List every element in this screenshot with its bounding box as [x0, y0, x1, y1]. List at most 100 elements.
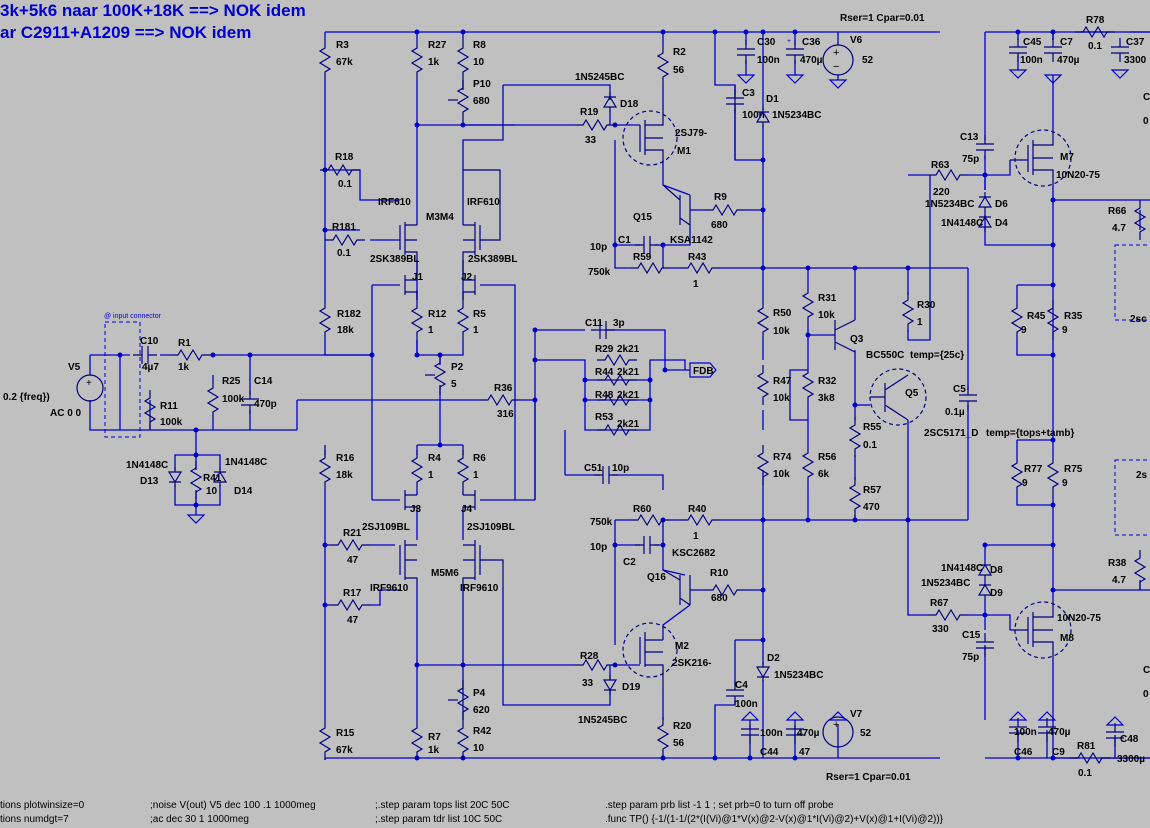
resistor-r74[interactable]: R74 10k	[757, 444, 792, 486]
capacitor-c1[interactable]: C1 10p	[590, 235, 660, 255]
resistor-r17[interactable]: R17 47	[329, 588, 371, 626]
resistor-r42[interactable]: R42 10	[457, 719, 492, 761]
resistor-r59[interactable]: R59 750k	[588, 252, 671, 278]
resistor-r182[interactable]: R182 18k	[319, 299, 361, 341]
resistor-r53[interactable]: R53 2k21	[595, 412, 640, 436]
resistor-r55[interactable]: R55 0.1	[849, 416, 882, 458]
jfet-j3[interactable]: J3 2SJ109BL	[362, 490, 422, 533]
resistor-r43[interactable]: R43 1	[679, 252, 721, 290]
capacitor-c45[interactable]: C45 100n	[1008, 37, 1043, 79]
resistor-r35[interactable]: R35 9	[1047, 299, 1083, 341]
resistor-r40[interactable]: R40 1	[679, 504, 721, 542]
capacitor-c44[interactable]: 100n C44	[740, 711, 783, 758]
resistor-r20[interactable]: R20 56	[657, 716, 692, 758]
resistor-r12[interactable]: R12 1	[411, 299, 447, 341]
transistor-q15[interactable]: Q15 KSA1142	[633, 184, 713, 246]
resistor-r60[interactable]: R60 750k	[590, 504, 671, 528]
potentiometer-p2[interactable]: P2 5	[425, 354, 464, 396]
resistor-r2[interactable]: R2 56	[657, 44, 686, 86]
resistor-r44[interactable]: R44 2k21	[595, 367, 640, 386]
net-flag-fdb[interactable]: FDB	[689, 362, 717, 378]
resistor-r77[interactable]: R77 9	[1011, 454, 1043, 496]
resistor-r29[interactable]: R29 2k21	[595, 344, 640, 366]
resistor-r21[interactable]: R21 47	[329, 528, 371, 566]
mosfet-m1[interactable]: 2SJ79- M1	[622, 110, 707, 166]
resistor-r81[interactable]: R81 0.1	[1069, 741, 1111, 779]
resistor-r11[interactable]: R11 100k	[144, 389, 183, 431]
potentiometer-p10[interactable]: P10 680	[448, 79, 491, 121]
mosfet-m8[interactable]: 10N20-75 M8	[1010, 600, 1101, 660]
resistor-r78[interactable]: R78 0.1	[1074, 15, 1116, 52]
voltage-source-v7[interactable]: + V7 52	[822, 709, 872, 748]
resistor-r27[interactable]: R27 1k	[411, 39, 447, 81]
zener-d1[interactable]: D1 1N5234BC	[756, 94, 821, 128]
resistor-r6[interactable]: R6 1	[457, 449, 486, 491]
resistor-r7[interactable]: R7 1k	[411, 719, 441, 761]
resistor-r31[interactable]: R31 10k	[802, 284, 837, 326]
zener-d9[interactable]: 1N5234BC D9	[921, 578, 1003, 601]
capacitor-c46[interactable]: 100n C46	[1008, 711, 1037, 758]
potentiometer-p4[interactable]: P4 620	[448, 679, 490, 721]
transistor-q5[interactable]: Q5 2SC5171_D temp={tops+tamb}	[869, 368, 1074, 439]
resistor-r5[interactable]: R5 1	[457, 299, 486, 341]
jfet-j2[interactable]: 2SK389BL J2	[461, 254, 517, 300]
capacitor-c9[interactable]: 470µ C9	[1037, 711, 1071, 758]
capacitor-c30[interactable]: C30 100n	[736, 37, 780, 84]
capacitor-c10[interactable]: C10 4µ7	[132, 336, 159, 373]
diode-d14[interactable]: 1N4148C D14	[213, 457, 267, 497]
resistor-r75[interactable]: R75 9	[1047, 454, 1083, 496]
resistor-r8[interactable]: R8 10	[457, 39, 486, 81]
capacitor-c15[interactable]: C15 75p	[962, 630, 995, 663]
capacitor-c5[interactable]: C5 0.1µ	[945, 384, 978, 418]
zener-d6[interactable]: 1N5234BC D6	[925, 191, 1008, 213]
resistor-r181[interactable]: R181 0.1	[324, 222, 366, 259]
diode-d4[interactable]: 1N4148C D4	[941, 211, 1008, 233]
resistor-r18[interactable]: R18 0.1	[319, 152, 361, 190]
resistor-r36[interactable]: R36 316	[479, 383, 521, 420]
zener-d18[interactable]: 1N5245BC D18	[575, 72, 639, 113]
capacitor-c11[interactable]: C11 3p	[585, 318, 625, 340]
resistor-r28[interactable]: R28 33	[574, 651, 616, 689]
resistor-r67[interactable]: R67 330	[927, 598, 969, 635]
mosfet-m7[interactable]: M7 10N20-75	[1010, 129, 1100, 187]
resistor-r56[interactable]: R56 6k	[802, 444, 837, 486]
capacitor-c37[interactable]: C37 3300	[1110, 37, 1147, 79]
voltage-source-v6[interactable]: + − V6 52	[822, 35, 874, 89]
capacitor-c7[interactable]: C7 470µ	[1043, 37, 1080, 84]
resistor-r30[interactable]: R30 1	[902, 291, 936, 333]
resistor-r25[interactable]: R25 100k	[207, 376, 245, 421]
resistor-r3[interactable]: R3 67k	[319, 39, 353, 81]
capacitor-c48[interactable]: C48 3300µ	[1105, 716, 1145, 765]
capacitor-c4[interactable]: C4 100n	[725, 680, 758, 710]
capacitor-c51[interactable]: C51 10p	[584, 463, 629, 485]
resistor-r15[interactable]: R15 67k	[319, 719, 355, 761]
diode-d13[interactable]: 1N4148C D13	[126, 460, 182, 488]
resistor-r45[interactable]: R45 9	[1011, 299, 1046, 341]
resistor-r41[interactable]: R41 10	[190, 459, 222, 501]
jfet-j4[interactable]: J4 2SJ109BL	[461, 490, 515, 533]
capacitor-c2[interactable]: 10p C2	[590, 535, 660, 568]
potentiometer-r32[interactable]: R32 3k8	[802, 364, 837, 406]
resistor-r50[interactable]: R50 10k	[757, 299, 792, 341]
capacitor-c14[interactable]: C14 470p	[240, 376, 277, 415]
zener-d2[interactable]: D2 1N5234BC	[756, 653, 823, 683]
voltage-source-v5[interactable]: + V5 0.2 {freq}) AC 0 0	[3, 362, 104, 419]
mosfet-m3m4[interactable]: IRF610 IRF610 M3M4	[378, 169, 501, 260]
resistor-r16[interactable]: R16 18k	[319, 449, 355, 491]
resistor-r66[interactable]: R66 4.7	[1108, 199, 1146, 241]
transistor-q16[interactable]: KSC2682 Q16	[647, 548, 716, 606]
zener-d19[interactable]: D19 1N5245BC	[578, 674, 641, 726]
capacitor-c3[interactable]: C3 100n	[725, 88, 765, 121]
diode-d8[interactable]: 1N4148C D8	[941, 559, 1003, 581]
resistor-r1[interactable]: R1 1k	[169, 338, 211, 373]
mosfet-m5m6[interactable]: M5M6 IRF9610 IRF9610	[370, 540, 504, 594]
mosfet-m2[interactable]: M2 2SK216-	[622, 622, 711, 690]
capacitor-c47[interactable]: 470µ 47	[785, 711, 820, 758]
transistor-q3[interactable]: Q3 BC550C temp={25c}	[834, 319, 964, 361]
resistor-r47[interactable]: R47 10k	[757, 364, 792, 406]
resistor-r9[interactable]: R9 680	[704, 192, 746, 231]
resistor-r48[interactable]: R48 2k21	[595, 390, 640, 406]
resistor-r19[interactable]: R19 33	[574, 107, 616, 146]
resistor-r57[interactable]: R57 470	[849, 476, 882, 518]
